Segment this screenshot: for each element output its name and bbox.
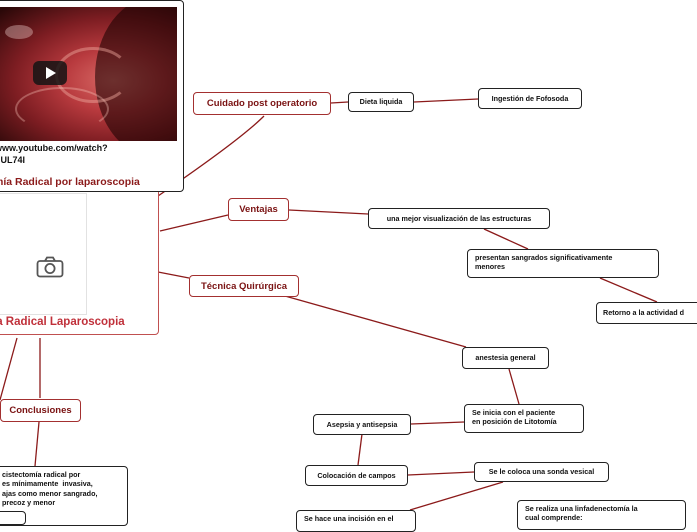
video-card[interactable]: www.youtube.com/watch? nUL74I mía Radica… bbox=[0, 0, 184, 192]
video-title: mía Radical por laparoscopia bbox=[0, 176, 140, 188]
node-asepsia-antisepsia[interactable]: Asepsia y antisepsia bbox=[313, 414, 411, 435]
link-root-ventajas bbox=[159, 214, 229, 232]
link-campos-sonda bbox=[407, 471, 475, 476]
link-dieta-ingestion bbox=[413, 98, 479, 103]
link-sonda-incision bbox=[409, 481, 504, 511]
node-linfadenectomia[interactable]: Se realiza una linfadenectomía la cual c… bbox=[517, 500, 686, 530]
topic-ventajas[interactable]: Ventajas bbox=[228, 198, 289, 221]
video-thumbnail[interactable] bbox=[0, 7, 177, 141]
node-conclusion-text[interactable]: cistectomía radical por es mínimamente i… bbox=[0, 466, 128, 526]
link-root-tecnica bbox=[157, 271, 190, 279]
link-sangrados-retorno bbox=[599, 277, 658, 303]
play-icon[interactable] bbox=[33, 61, 67, 85]
node-sangrados-menores[interactable]: presentan sangrados significativamente m… bbox=[467, 249, 659, 278]
node-incision[interactable]: Se hace una incisión en el bbox=[296, 510, 416, 532]
node-posicion-litotomia[interactable]: Se inicia con el paciente en posición de… bbox=[464, 404, 584, 433]
node-mejor-visualizacion[interactable]: una mejor visualización de las estructur… bbox=[368, 208, 550, 229]
link-visualizacion-sangrados bbox=[483, 228, 529, 250]
link-ventajas-visualizacion bbox=[288, 209, 369, 215]
link-conclusiones-text bbox=[34, 421, 40, 467]
link-paciente-asepsia bbox=[410, 421, 465, 425]
root-topic[interactable] bbox=[0, 175, 159, 335]
link-asepsia-campos bbox=[357, 433, 363, 466]
topic-tecnica-quirurgica[interactable]: Técnica Quirúrgica bbox=[189, 275, 299, 297]
node-sonda-vesical[interactable]: Se le coloca una sonda vesical bbox=[474, 462, 609, 482]
node-ingestion-fofosoda[interactable]: Ingestión de Fofosoda bbox=[478, 88, 582, 109]
node-colocacion-campos[interactable]: Colocación de campos bbox=[305, 465, 408, 486]
link-postop-dieta bbox=[330, 101, 349, 104]
link-root-left bbox=[0, 337, 18, 401]
link-anestesia-paciente bbox=[508, 368, 520, 405]
image-placeholder[interactable] bbox=[0, 193, 87, 315]
node-dieta-liquida[interactable]: Dieta liquida bbox=[348, 92, 414, 112]
root-title: ía Radical Laparoscopia bbox=[0, 316, 125, 328]
topic-cuidado-post-operatorio[interactable]: Cuidado post operatorio bbox=[193, 92, 331, 115]
link-tecnica-anestesia bbox=[284, 295, 467, 348]
connector-lines bbox=[0, 98, 658, 511]
video-url[interactable]: www.youtube.com/watch? nUL74I bbox=[0, 143, 108, 165]
node-conclusion-small-box[interactable] bbox=[0, 511, 26, 525]
topic-conclusiones[interactable]: Conclusiones bbox=[0, 399, 81, 422]
node-retorno-actividad[interactable]: Retorno a la actividad d bbox=[596, 302, 697, 324]
camera-icon bbox=[36, 256, 64, 278]
node-anestesia-general[interactable]: anestesia general bbox=[462, 347, 549, 369]
